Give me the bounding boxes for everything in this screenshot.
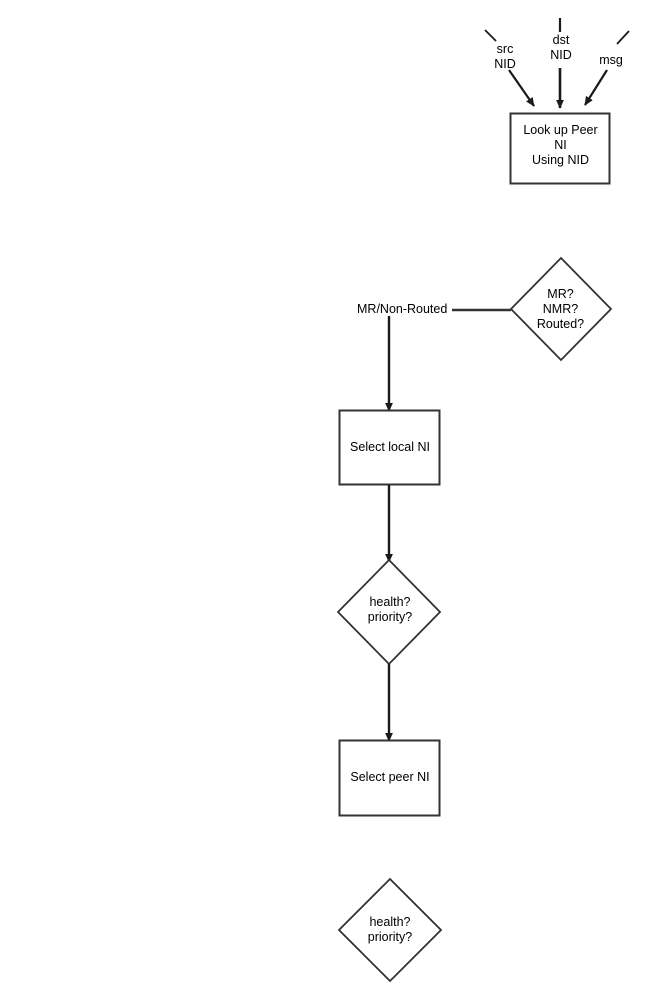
edge-src-stub	[484, 29, 497, 42]
node-health-priority-2	[337, 877, 443, 983]
input-label-msg: msg	[599, 53, 623, 67]
edge-msg-to-lookup	[584, 69, 608, 106]
node-select-peer-ni	[338, 739, 441, 817]
input-label-src-nid-line1: src	[496, 42, 514, 56]
edge-label-mr-non-routed: MR/Non-Routed	[357, 302, 448, 316]
input-label-dst-nid-line1: dst	[552, 33, 570, 47]
input-label-dst-nid-line2: NID	[550, 48, 572, 62]
node-select-local-ni	[338, 409, 441, 486]
node-mr-nmr-routed	[509, 256, 613, 362]
node-lookup-peer-ni	[509, 112, 611, 185]
edge-src-to-lookup	[508, 69, 535, 107]
input-label-src-nid-line2: NID	[494, 57, 516, 71]
edge-msg-stub	[616, 30, 630, 45]
node-health-priority-1	[336, 558, 442, 666]
